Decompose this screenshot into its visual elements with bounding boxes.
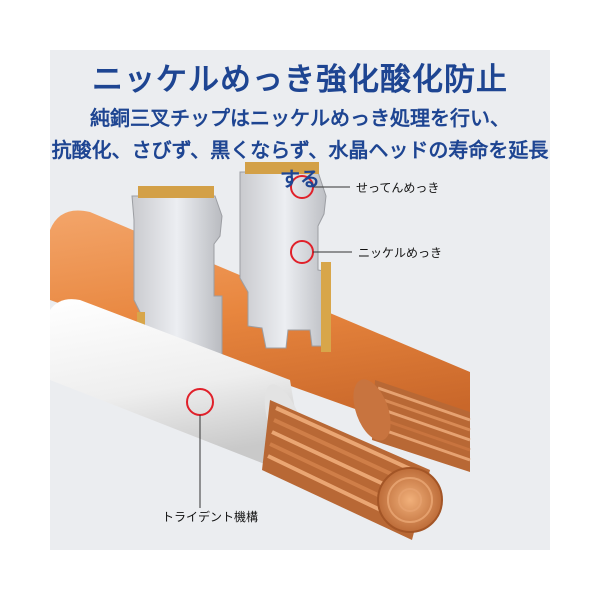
subtitle-line-2: 抗酸化、さびず、黒くならず、水晶ヘッドの寿命を延長する — [51, 138, 549, 191]
orange-wire-copper-strands — [353, 379, 471, 472]
white-wire-copper-strands — [262, 400, 443, 540]
callout-solder-plating: せってんめっき — [356, 181, 440, 195]
blade-right — [239, 162, 331, 352]
main-title: ニッケルめっき強化酸化防止 — [92, 62, 508, 98]
callout-trident: トライデント機構 — [162, 510, 259, 524]
subtitle-line-1: 純銅三叉チップはニッケルめっき処理を行い、 — [90, 106, 510, 130]
marker-nickel — [290, 240, 352, 264]
marker-solder — [290, 175, 350, 199]
callout-nickel-plating: ニッケルめっき — [358, 246, 443, 260]
marker-trident — [186, 388, 214, 508]
